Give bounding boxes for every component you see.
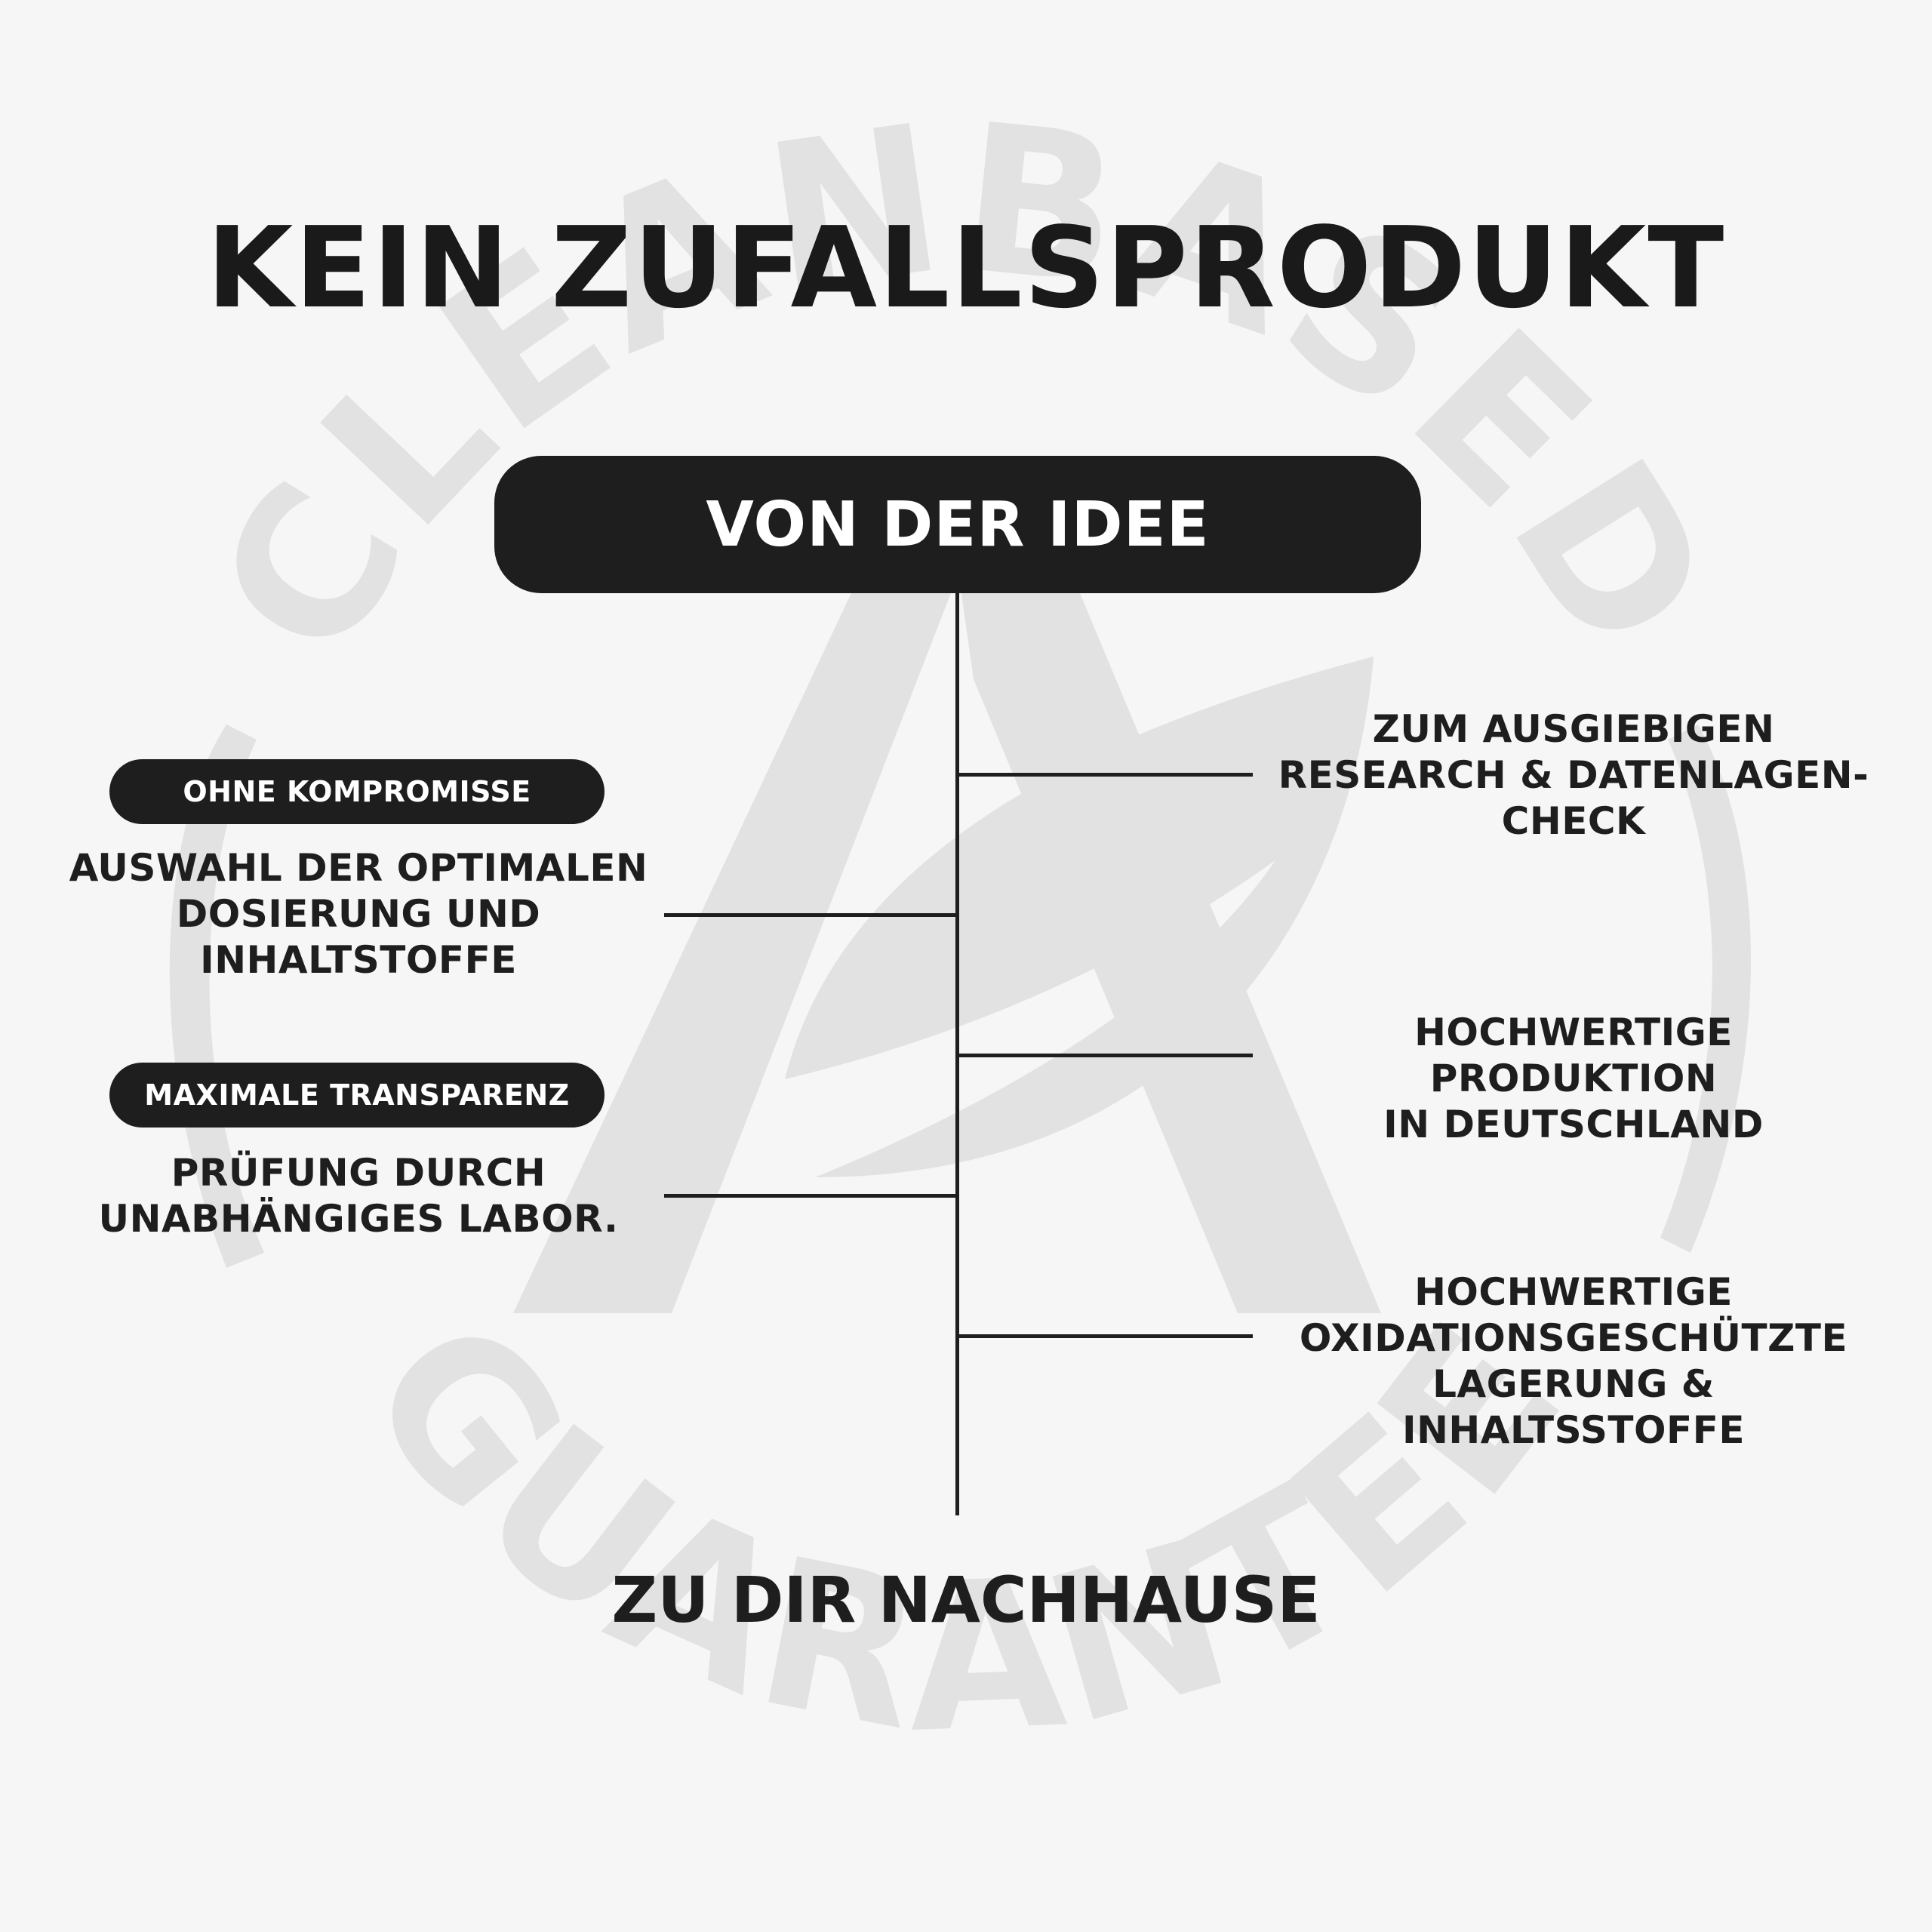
step-storage: HOCHWERTIGE OXIDATIONSGESCHÜTZTE LAGERUN… xyxy=(1299,1270,1848,1452)
step-production: HOCHWERTIGE PRODUKTION IN DEUTSCHLAND xyxy=(1383,1011,1764,1146)
leaf-logo-icon xyxy=(169,574,1751,1313)
branch-right-1 xyxy=(957,773,1253,777)
branch-left-2 xyxy=(664,1194,957,1198)
tag-no-compromise-label: OHNE KOMPROMISSE xyxy=(183,775,531,808)
start-node-label: VON DER IDEE xyxy=(706,488,1210,561)
branch-right-3 xyxy=(957,1334,1253,1338)
tag-no-compromise: OHNE KOMPROMISSE xyxy=(109,759,605,824)
step-research: ZUM AUSGIEBIGEN RESEARCH & DATENLAGEN- C… xyxy=(1278,707,1869,843)
tag-transparency-label: MAXIMALE TRANSPARENZ xyxy=(144,1078,570,1112)
branch-right-2 xyxy=(957,1054,1253,1057)
end-label: ZU DIR NACHHAUSE xyxy=(611,1563,1321,1637)
page-title: KEIN ZUFALLSPRODUKT xyxy=(206,203,1726,333)
step-lab-testing: PRÜFUNG DURCH UNABHÄNGIGES LABOR. xyxy=(98,1151,619,1241)
branch-left-1 xyxy=(664,913,957,917)
start-node: VON DER IDEE xyxy=(494,456,1421,593)
tag-transparency: MAXIMALE TRANSPARENZ xyxy=(109,1063,605,1128)
step-dosage: AUSWAHL DER OPTIMALEN DOSIERUNG UND INHA… xyxy=(69,846,648,982)
